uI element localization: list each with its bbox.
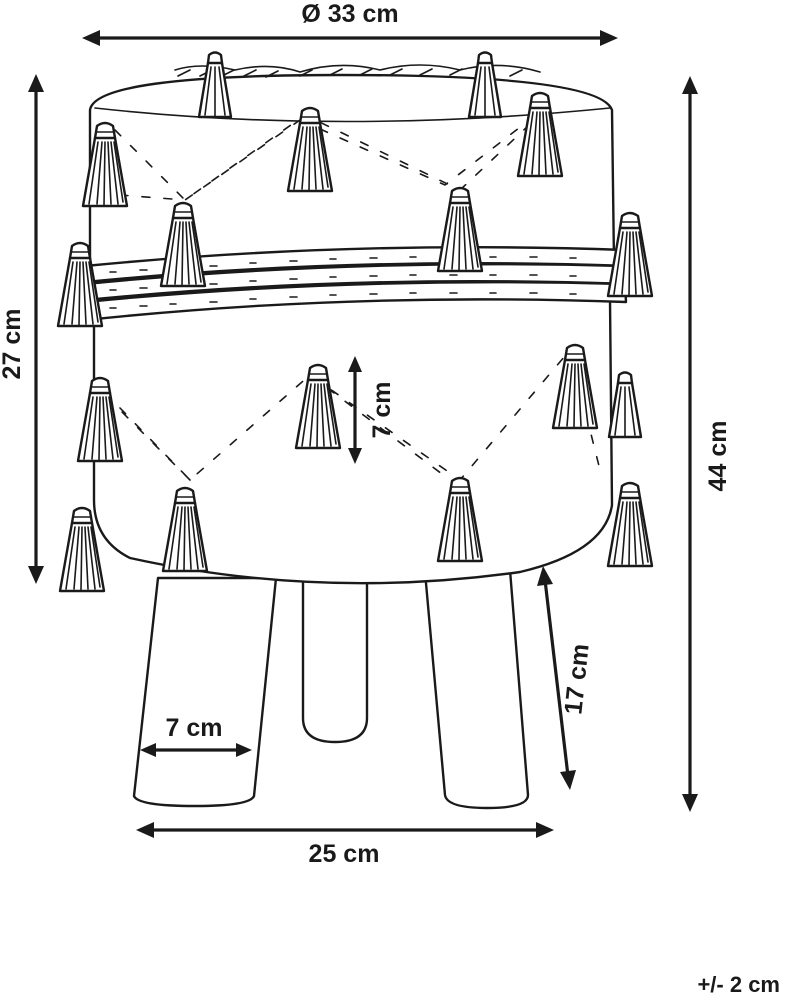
tassel (606, 481, 654, 568)
label-base-width: 25 cm (309, 840, 380, 868)
right-leg (423, 568, 530, 810)
label-leg-height: 17 cm (559, 642, 594, 715)
dim-base-width: 25 cm (136, 822, 554, 868)
tassel-sm (197, 51, 233, 119)
dim-seat-height: 27 cm (0, 74, 44, 584)
label-seat-height: 27 cm (0, 309, 26, 380)
back-leg (301, 558, 369, 744)
dim-leg-height: 17 cm (537, 566, 595, 790)
tolerance-note: +/- 2 cm (697, 972, 780, 997)
label-total-height: 44 cm (704, 421, 732, 492)
label-tassel-length: 7 cm (368, 382, 396, 439)
woven-band (83, 246, 628, 322)
pouf-upper-body (88, 73, 616, 267)
label-leg-width: 7 cm (166, 714, 223, 742)
dim-tassel-length: 7 cm (348, 356, 396, 464)
dim-total-height: 44 cm (682, 76, 732, 812)
tassel-sm (607, 371, 643, 439)
dim-leg-width: 7 cm (140, 714, 252, 757)
stool-illustration (56, 51, 654, 810)
pouf-lower-body (92, 298, 614, 585)
left-leg (132, 576, 278, 808)
dim-top-diameter: Ø 33 cm (82, 0, 618, 46)
tassel-sm (467, 51, 503, 119)
label-top-diameter: Ø 33 cm (301, 0, 398, 28)
